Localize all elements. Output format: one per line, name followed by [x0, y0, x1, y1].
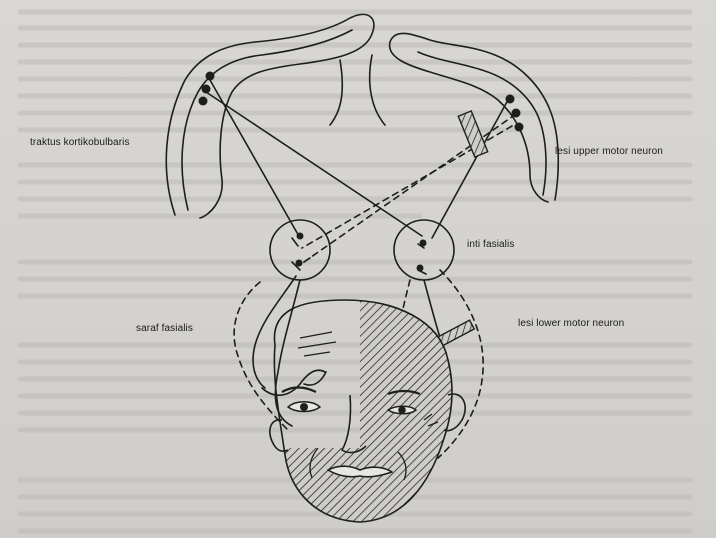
midline-right: [370, 55, 385, 125]
left-facial-nerve-dashed: [234, 282, 290, 432]
tract-left-to-right-nucleus: [206, 92, 422, 236]
midline-left: [330, 60, 342, 125]
label-inti-fasialis: inti fasialis: [467, 239, 514, 250]
lesion-lower-motor-neuron: [438, 320, 474, 346]
left-cortex-fold: [166, 14, 374, 218]
left-ear: [270, 420, 288, 451]
right-facial-nucleus: [394, 220, 454, 280]
nerve-branch-cheek: [304, 372, 326, 385]
face: [270, 298, 465, 530]
label-lesi-lower-motor-neuron: lesi lower motor neuron: [518, 318, 624, 329]
label-lesi-upper-motor-neuron: lesi upper motor neuron: [555, 146, 663, 157]
label-saraf-fasialis: saraf fasialis: [136, 323, 193, 334]
lesion-upper-motor-neuron: [458, 111, 487, 157]
label-tractus-kortikobulbaris: traktus kortikobulbaris: [30, 137, 130, 148]
